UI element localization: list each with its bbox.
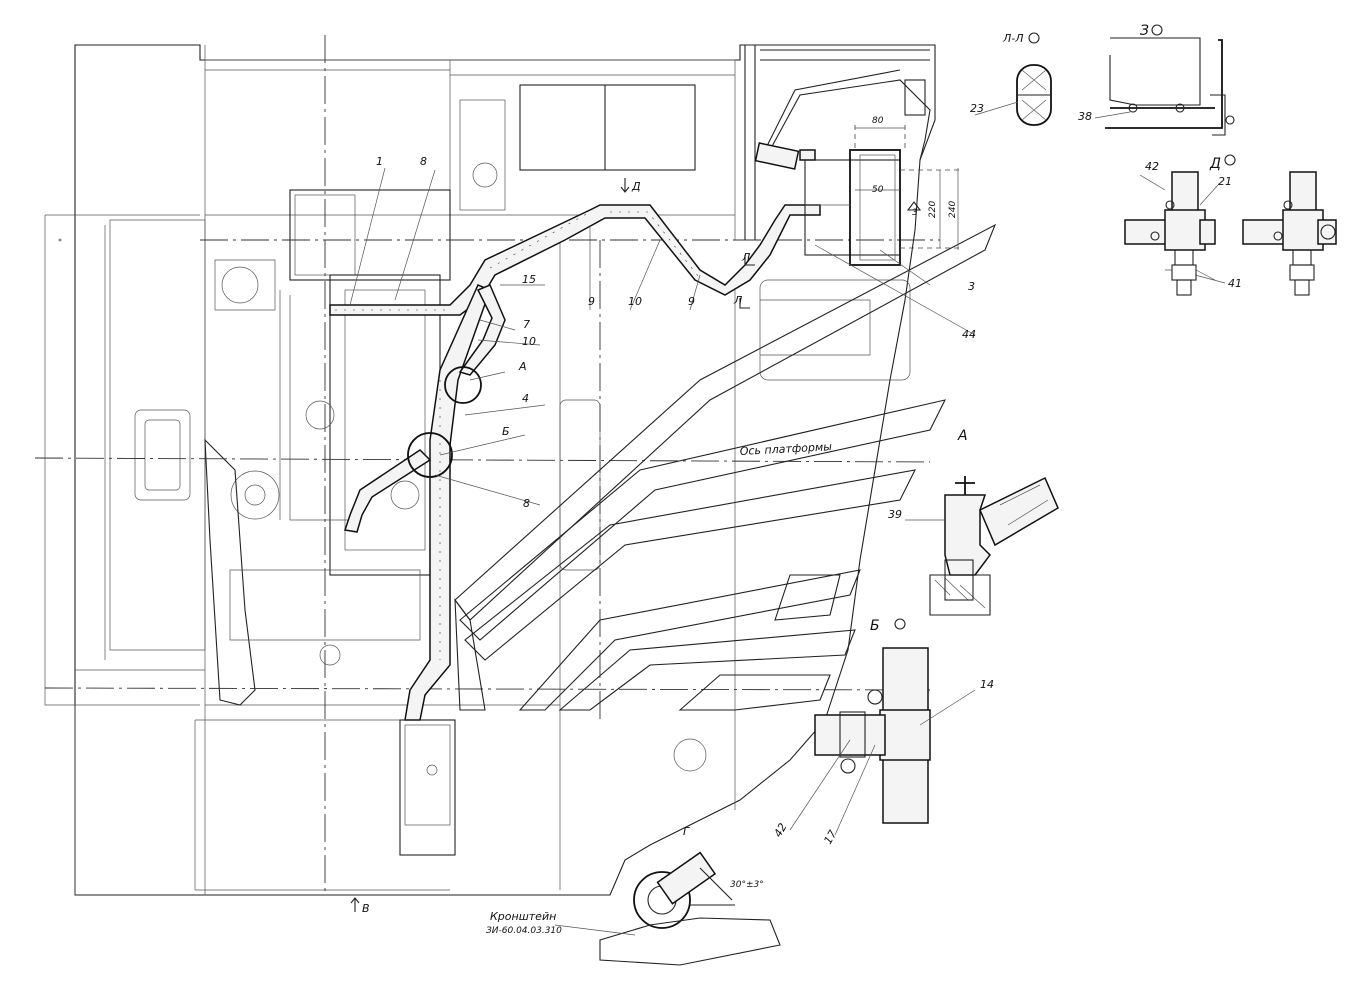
dim-50: 50 [872, 185, 884, 195]
view-arrow-D: Д [631, 180, 641, 193]
section-L-bottom: Л [733, 294, 742, 307]
component-3-box [804, 125, 960, 266]
callout-B-circle [407, 432, 453, 478]
detail-21: 21 [1218, 175, 1232, 188]
view-D: Д 42 21 41 [1124, 154, 1337, 296]
label-10-mid: 10 [522, 335, 536, 348]
bracket-detail [554, 851, 781, 966]
bracket-title: Кронштейн [490, 910, 556, 923]
label-9-left: 9 [588, 295, 595, 308]
lower-box [399, 719, 456, 856]
view-LL-title: Л-Л [1002, 32, 1024, 45]
label-10-right: 10 [628, 295, 642, 308]
angle-label: 30°±3° [730, 880, 764, 890]
label-A-mark: А [518, 360, 527, 373]
view-LL: Л-Л 23 [970, 32, 1052, 126]
platform-outline [74, 44, 936, 896]
platform-axis-label: Ось платформы [739, 440, 832, 458]
detail-42-bottom: 42 [771, 821, 789, 840]
section-L-top: Л [741, 251, 750, 264]
label-3: 3 [968, 280, 975, 293]
dim-240: 240 [948, 201, 958, 218]
dim-3-small: 3 [912, 208, 918, 218]
view-D-title: Д [1209, 156, 1221, 172]
view-arrow-G: Г [683, 825, 690, 838]
detail-17: 17 [821, 828, 839, 847]
pipe-main [329, 204, 821, 316]
callout-A-circle [444, 366, 482, 404]
view-B: Б 14 42 17 [771, 618, 994, 847]
view-A: А 39 [888, 428, 1059, 616]
view-A-title: А [957, 428, 968, 444]
bracket-code: ЗИ-60.04.03.310 [486, 926, 562, 936]
label-15: 15 [522, 273, 536, 286]
main-view [34, 35, 997, 966]
label-7: 7 [523, 318, 530, 331]
label-9-right: 9 [688, 295, 695, 308]
dim-220: 220 [928, 201, 938, 218]
view-Z-title: З [1140, 23, 1149, 39]
detail-41: 41 [1228, 277, 1242, 290]
detail-38: 38 [1078, 110, 1092, 123]
label-8-bottom: 8 [523, 497, 530, 510]
view-B-title: Б [870, 618, 880, 634]
detail-42-top: 42 [1145, 160, 1159, 173]
detail-39: 39 [888, 508, 902, 521]
label-B-mark: Б [502, 425, 510, 438]
label-8-top: 8 [420, 155, 427, 168]
label-4: 4 [522, 392, 529, 405]
dim-80: 80 [872, 116, 884, 126]
label-44: 44 [962, 328, 976, 341]
detail-14: 14 [980, 678, 994, 691]
platform-axis-line [34, 457, 931, 463]
label-1: 1 [376, 155, 383, 168]
main-view-labels: 1 8 15 9 10 9 7 10 А 4 Б 8 3 44 80 50 22… [362, 116, 976, 936]
view-arrow-V: В [362, 902, 370, 915]
detail-23: 23 [970, 102, 984, 115]
view-Z: З 38 [1078, 23, 1235, 136]
